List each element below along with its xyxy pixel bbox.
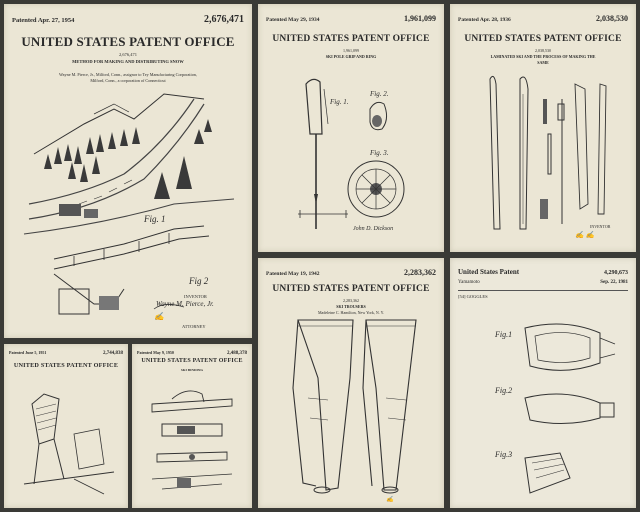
goggles-drawing xyxy=(524,323,616,494)
patent-title: [54] GOGGLES xyxy=(458,294,488,299)
patent-number: 2,283,362 xyxy=(404,268,436,277)
figure-1-label: Fig. 1 xyxy=(144,214,166,224)
figure-1-label: Fig. 1. xyxy=(330,98,349,106)
patent-date: Patented May 9, 1950 xyxy=(137,350,174,355)
patent-panel-ski-binding: Patented May 9, 1950 2,488,378 UNITED ST… xyxy=(132,344,252,508)
inventor-name: Wayne M. Pierce, Jr. xyxy=(156,300,214,308)
inventor-label: INVENTOR xyxy=(590,224,611,229)
figure-3-label: Fig. 3. xyxy=(370,149,389,157)
ski-binding-drawing xyxy=(151,390,233,490)
patent-office-heading: UNITED STATES PATENT OFFICE xyxy=(272,284,430,294)
patent-panel-ski-chair: Patented June 5, 1951 2,744,838 UNITED S… xyxy=(4,344,128,508)
patent-header: Patented May 19, 1942 2,283,362 xyxy=(266,268,436,277)
patent-office-heading: UNITED STATES PATENT OFFICE xyxy=(464,34,622,44)
patent-title: METHOD FOR MAKING AND DISTRIBUTING SNOW xyxy=(72,59,184,64)
patent-number: 1,961,099 xyxy=(404,14,436,23)
figure-2-label: Fig. 2. xyxy=(370,90,389,98)
patent-date: Patented May 29, 1934 xyxy=(266,17,320,23)
figure-1-label: Fig.1 xyxy=(495,330,513,339)
patent-date: Patented Apr. 27, 1954 xyxy=(12,17,75,24)
patent-number: 2,676,471 xyxy=(204,14,244,25)
patent-date: Patented May 19, 1942 xyxy=(266,271,320,277)
patent-header: Patented Apr. 28, 1936 2,038,530 xyxy=(458,14,628,23)
patent-title: SKI TROUSERS xyxy=(336,304,366,309)
patent-panel-snow-making: Patented Apr. 27, 1954 2,676,471 UNITED … xyxy=(4,4,252,338)
patent-subnumber: 2,283,362 xyxy=(343,298,359,303)
patent-title: LAMINATED SKI AND THE PROCESS OF MAKING … xyxy=(490,54,596,65)
patent-header: Patented May 9, 1950 2,488,378 xyxy=(137,350,247,356)
patent-header: Patented Apr. 27, 1954 2,676,471 xyxy=(12,14,244,25)
patent-office-heading: United States Patent xyxy=(458,268,520,276)
inventor-label: INVENTOR xyxy=(184,294,207,299)
patent-office-heading: UNITED STATES PATENT OFFICE xyxy=(272,34,430,44)
patent-title: SKI BINDING xyxy=(180,368,204,372)
patent-subnumber: 2,038,530 xyxy=(535,48,551,53)
attorney-signature: ✍ xyxy=(154,312,164,321)
inventor-signature: John D. Dickson xyxy=(353,226,394,232)
laminated-ski-drawing xyxy=(489,75,607,230)
patent-inventor-line: Madeleine C. Hamilton, New York, N. Y. xyxy=(318,310,384,315)
patent-inventor-short: Yamamoto xyxy=(458,280,480,285)
patent-panel-ski-trousers: Patented May 19, 1942 2,283,362 UNITED S… xyxy=(258,258,444,508)
ski-trousers-drawing xyxy=(292,319,417,494)
ski-pole-drawing xyxy=(298,78,405,229)
figure-2-label: Fig.2 xyxy=(495,386,513,395)
patent-panel-goggles: United States Patent 4,290,673 Yamamoto … xyxy=(450,258,636,508)
snow-slope-drawing xyxy=(23,93,235,315)
patent-office-heading: UNITED STATES PATENT OFFICE xyxy=(21,34,235,49)
patent-number: 4,290,673 xyxy=(604,270,628,276)
patent-date: Patented June 5, 1951 xyxy=(9,350,47,355)
attorney-label: ATTORNEY xyxy=(182,324,206,329)
patent-date: Patented Apr. 28, 1936 xyxy=(458,17,511,23)
patent-number: 2,488,378 xyxy=(227,351,247,356)
patent-header: United States Patent 4,290,673 xyxy=(458,268,628,276)
patent-panel-laminated-ski: Patented Apr. 28, 1936 2,038,530 UNITED … xyxy=(450,4,636,252)
inventor-signature: ✍ xyxy=(386,497,394,503)
patent-title: SKI POLE GRIP AND RING xyxy=(325,54,377,59)
patent-number: 2,038,530 xyxy=(596,14,628,23)
patent-office-heading: UNITED STATES PATENT OFFICE xyxy=(141,358,243,364)
patent-subnumber: 2,676,471 xyxy=(119,52,137,57)
patent-date: Sep. 22, 1981 xyxy=(600,280,628,285)
inventor-signature: ✍ ✍ xyxy=(575,231,595,239)
figure-2-label: Fig 2 xyxy=(189,276,209,286)
patent-header: Patented May 29, 1934 1,961,099 xyxy=(266,14,436,23)
patent-subnumber: 1,961,099 xyxy=(343,48,359,53)
patent-panel-ski-pole: Patented May 29, 1934 1,961,099 UNITED S… xyxy=(258,4,444,252)
ski-chair-drawing xyxy=(23,393,115,495)
patent-inventor-line: Wayne M. Pierce, Jr., Milford, Conn., as… xyxy=(59,72,197,83)
patent-header: Patented June 5, 1951 2,744,838 xyxy=(9,350,123,356)
header-divider xyxy=(458,290,628,291)
patent-number: 2,744,838 xyxy=(103,351,123,356)
figure-3-label: Fig.3 xyxy=(495,450,513,459)
patent-office-heading: UNITED STATES PATENT OFFICE xyxy=(13,362,119,369)
